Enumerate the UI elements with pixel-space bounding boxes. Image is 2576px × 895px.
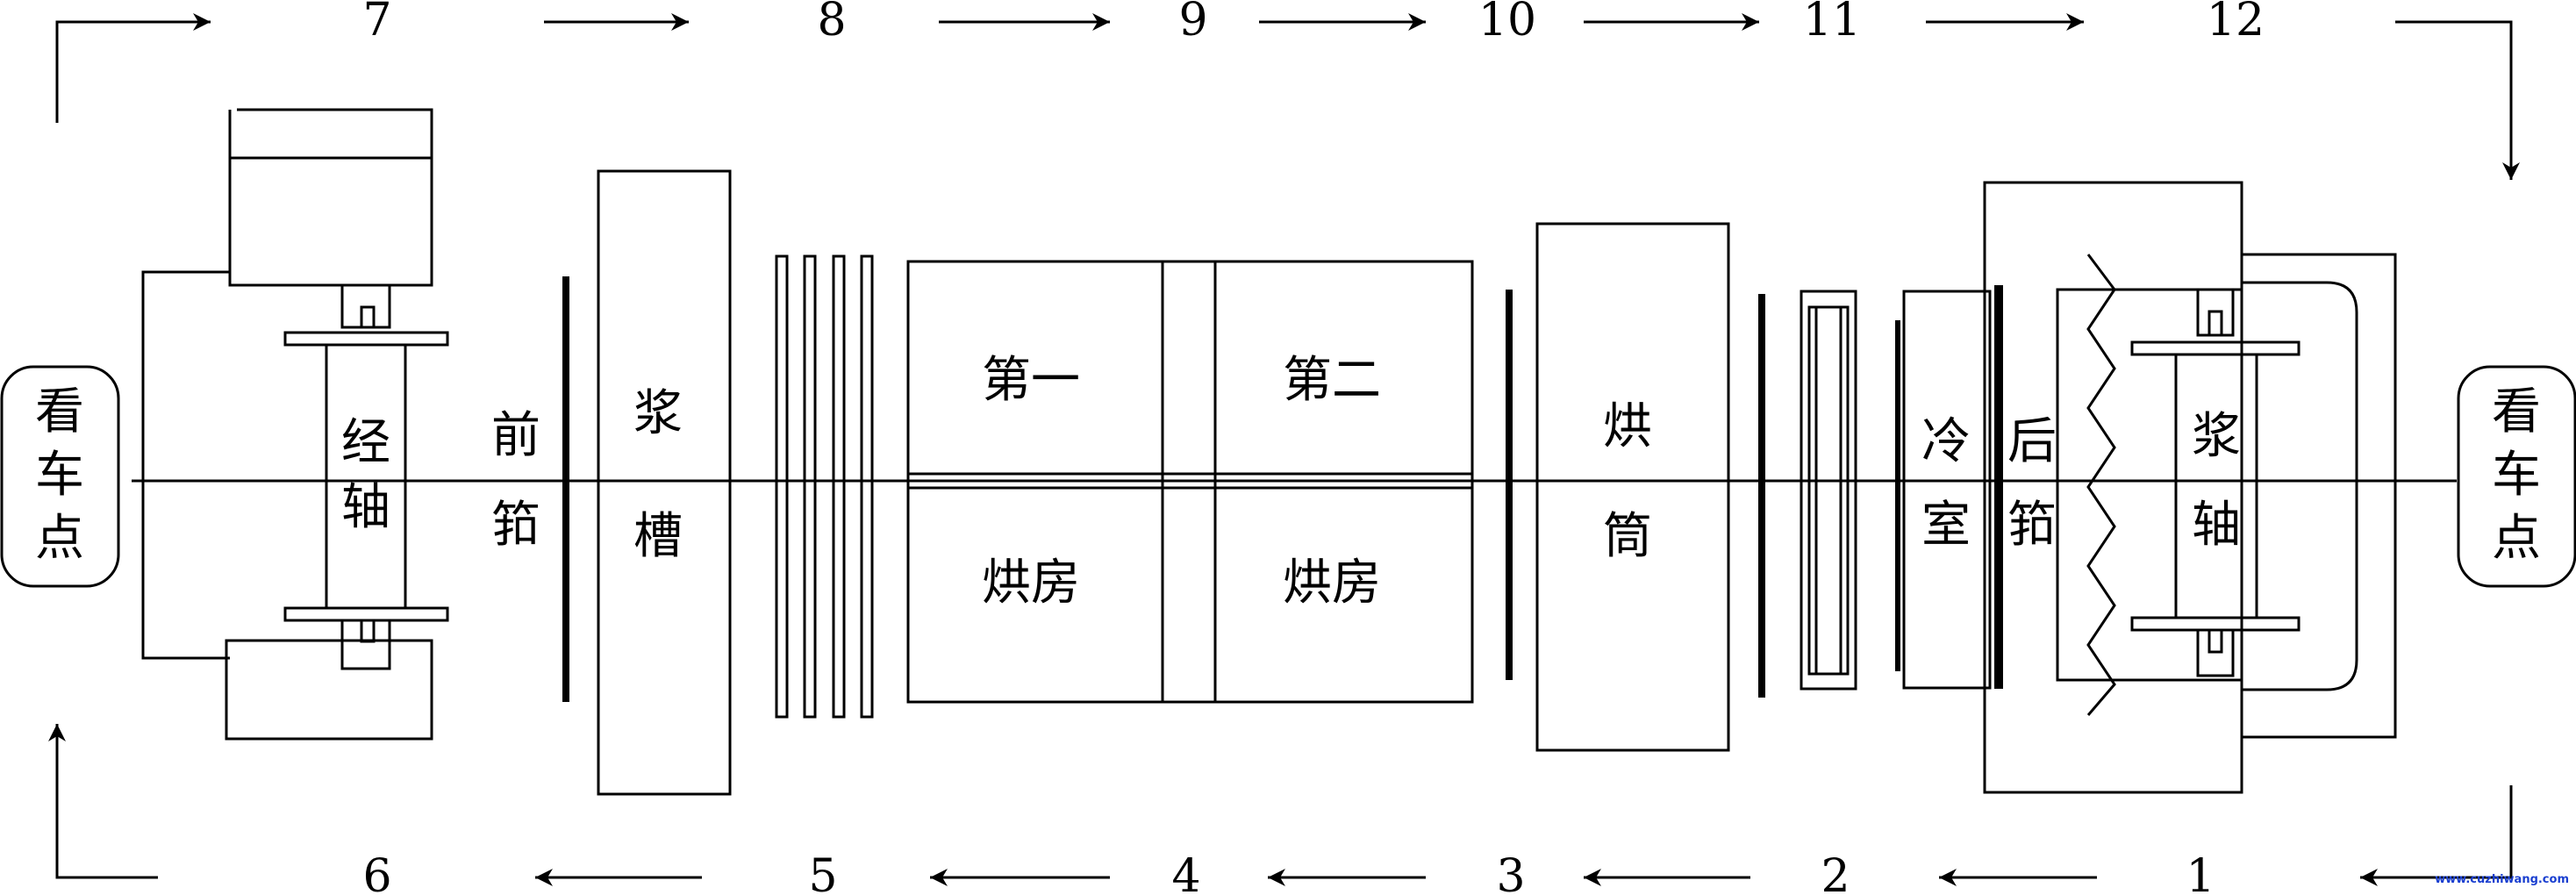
label-char: 槽: [633, 508, 683, 565]
drying-room-2-label: 第二 烘房: [1283, 352, 1381, 612]
size-box-label: 浆 槽: [633, 385, 683, 565]
label-char: 浆: [633, 385, 683, 442]
sizing-beam-label: 浆 轴: [2192, 408, 2241, 554]
drying-cylinder: [1535, 222, 1730, 752]
step-number: 5: [808, 850, 837, 895]
front-reed-label: 前 筘: [491, 407, 540, 554]
step-number: 11: [1803, 0, 1861, 47]
label-char: 车: [2492, 447, 2541, 504]
step-number: 3: [1496, 850, 1525, 895]
step-number: 9: [1178, 0, 1207, 47]
label-char: 筘: [2007, 497, 2057, 554]
drying-rooms: [906, 260, 1474, 704]
step-number: 4: [1171, 850, 1200, 895]
warp-beam-label: 经 轴: [341, 414, 390, 536]
label-char: 点: [35, 510, 84, 567]
bottom-flow-path: [48, 724, 2513, 886]
step-number: 6: [362, 850, 391, 895]
size-box: [597, 169, 732, 796]
step-numbers-top: 7 8 9 10 11 12: [362, 0, 2265, 47]
step-numbers-bottom: 1 2 3 4 5 6: [362, 850, 2215, 895]
label-char: 前: [491, 407, 540, 464]
label-char: 冷: [1921, 413, 1971, 470]
label-char: 烘: [1603, 398, 1652, 455]
label-char: 后: [2007, 413, 2057, 470]
label-char: 筒: [1603, 508, 1652, 565]
label-char: 点: [2492, 510, 2541, 567]
right-checkpoint-box: [2457, 365, 2576, 588]
drying-room-1-label: 第一 烘房: [982, 352, 1080, 612]
label-char: 室: [1921, 497, 1971, 554]
top-flow-path: [55, 13, 2520, 180]
label-line: 烘房: [1283, 555, 1381, 612]
step-number: 1: [2186, 850, 2215, 895]
right-checkpoint-label: 看 车 点: [2492, 383, 2541, 567]
left-checkpoint-box: [0, 365, 120, 588]
label-char: 经: [341, 414, 390, 471]
step-number: 8: [817, 0, 846, 47]
label-char: 浆: [2192, 408, 2241, 465]
label-char: 看: [35, 383, 84, 440]
left-checkpoint-label: 看 车 点: [35, 383, 84, 567]
cooling-room-label: 冷 室: [1921, 413, 1971, 554]
split-roller-frame: [1800, 290, 1857, 691]
label-char: 看: [2492, 383, 2541, 440]
warp-beam-assembly: [141, 108, 449, 741]
rear-reed-label: 后 筘: [2007, 413, 2057, 554]
label-char: 轴: [341, 479, 390, 536]
step-number: 7: [362, 0, 391, 47]
label-line: 烘房: [982, 555, 1080, 612]
label-line: 第一: [982, 352, 1080, 409]
label-line: 第二: [1283, 352, 1381, 409]
step-number: 2: [1821, 850, 1850, 895]
label-char: 车: [35, 447, 84, 504]
step-number: 10: [1478, 0, 1536, 47]
step-number: 12: [2207, 0, 2265, 47]
squeeze-rollers: [775, 254, 874, 719]
sizing-beam-assembly: [1983, 181, 2397, 794]
watermark: www.cuzhiwang.com: [2435, 873, 2569, 886]
label-char: 轴: [2192, 497, 2241, 554]
cooling-room: [1902, 290, 1992, 690]
drying-cylinder-label: 烘 筒: [1603, 398, 1652, 565]
label-char: 筘: [491, 497, 540, 554]
